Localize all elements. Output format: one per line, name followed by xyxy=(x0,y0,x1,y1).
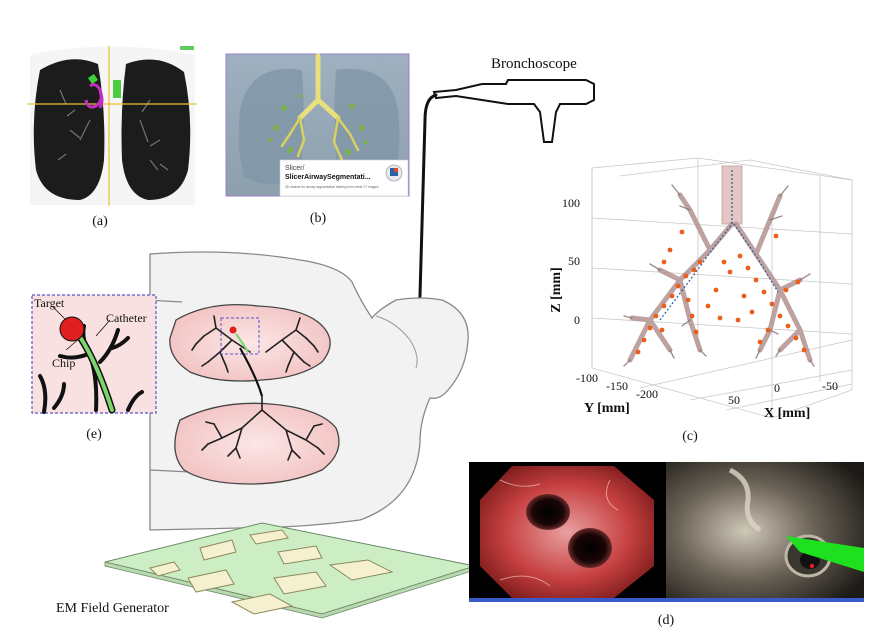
lower-lung xyxy=(174,395,340,485)
panel-label-d: (d) xyxy=(658,613,675,628)
em-field-generator-board xyxy=(104,522,476,619)
em-field-generator-label: EM Field Generator xyxy=(56,601,169,616)
plot-x-axis-label: X [mm] xyxy=(764,406,810,421)
plot-x-tick-50: 50 xyxy=(728,393,740,407)
inset-label-chip: Chip xyxy=(52,356,75,370)
plot-y-tick-m150: -150 xyxy=(606,379,628,393)
plot-y-tick-m100: -100 xyxy=(576,371,598,385)
plot-z-tick-100: 100 xyxy=(562,196,580,210)
inset-label-target: Target xyxy=(34,296,65,310)
panel-label-e: (e) xyxy=(86,427,102,442)
endoscope-views xyxy=(469,462,864,602)
upper-lung xyxy=(169,303,331,382)
panel-label-c: (c) xyxy=(682,429,698,444)
slicer-card-name: SlicerAirwaySegmentati... xyxy=(285,174,371,181)
plot-x-tick-m50: -50 xyxy=(822,379,838,393)
plot-z-tick-50: 50 xyxy=(568,254,580,268)
ct-scan-image xyxy=(27,46,197,206)
slicer-card-description: 3D module for airway segmentation starti… xyxy=(285,185,379,189)
bronchoscope-label: Bronchoscope xyxy=(491,56,577,72)
inset-label-catheter: Catheter xyxy=(106,311,147,325)
panel-label-a: (a) xyxy=(92,214,108,229)
plot-z-tick-0: 0 xyxy=(574,313,580,327)
inset-catheter-detail xyxy=(31,294,157,414)
plot-z-axis-label: Z [mm] xyxy=(549,267,564,313)
slicer-card-title: Slicer/ xyxy=(285,165,305,172)
plot-y-tick-m200: -200 xyxy=(636,387,658,401)
plot-x-tick-0: 0 xyxy=(774,381,780,395)
plot-y-axis-label: Y [mm] xyxy=(584,401,630,416)
slicer-render-image xyxy=(225,53,410,197)
panel-label-b: (b) xyxy=(310,211,327,226)
airway-3d-plot xyxy=(591,157,853,419)
bronchoscope-device xyxy=(432,79,595,143)
